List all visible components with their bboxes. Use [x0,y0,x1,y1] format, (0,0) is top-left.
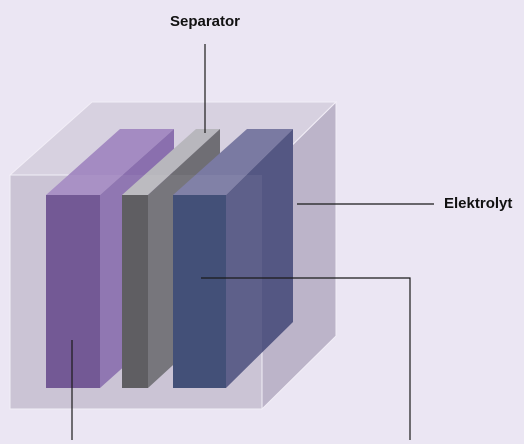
separator-label: Separator [169,13,241,30]
right-electrode-top [173,129,293,195]
left-electrode-front [46,195,100,388]
right-electrode-leader-line [201,277,411,440]
separator-front [122,195,148,388]
leader-lines [71,44,434,440]
right-electrode-side [226,129,293,388]
separator-top [122,129,220,195]
electrolyte-label: Elektrolyt [444,195,513,212]
electrolyte-veil [10,175,262,409]
left-electrode-top [46,129,174,195]
right-electrode-front [173,195,226,388]
